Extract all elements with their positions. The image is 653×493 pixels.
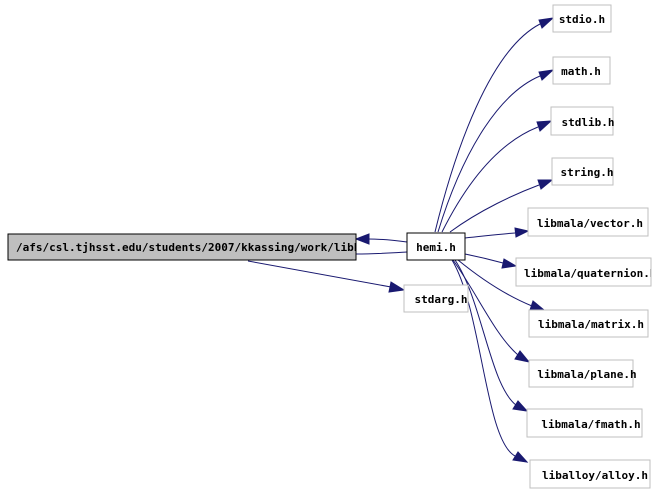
node-libmala-vector-h-label: libmala/vector.h — [537, 217, 643, 230]
edge-arrow-alloy — [512, 451, 529, 463]
node-stdio-h-label: stdio.h — [559, 13, 605, 26]
node-libmala-matrix-h[interactable]: libmala/matrix.h — [528, 309, 649, 338]
node-libmala-vector-h[interactable]: libmala/vector.h — [527, 207, 649, 237]
edge-hemi-to-alloy — [451, 259, 516, 457]
node-liballoy-alloy-h[interactable]: liballoy/alloy.h — [529, 459, 651, 489]
node-directory-label: /afs/csl.tjhsst.edu/students/2007/kkassi… — [16, 241, 387, 254]
edge-arrow-fmath — [512, 400, 529, 412]
node-hemi-h-label: hemi.h — [416, 241, 456, 254]
node-string-h[interactable]: string.h — [551, 157, 614, 186]
edge-dir-to-hemi — [355, 251, 408, 255]
edge-hemi-to-fmath — [454, 259, 517, 406]
edge-arrow-stdarg — [388, 281, 406, 293]
node-libmala-plane-h-label: libmala/plane.h — [537, 368, 636, 381]
node-stdlib-h[interactable]: stdlib.h — [550, 106, 615, 136]
node-math-h-label: math.h — [561, 65, 601, 78]
edge-arrow-vector — [514, 227, 530, 238]
edge-hemi-to-plane — [452, 259, 519, 356]
edge-arrow-quaternion — [501, 258, 518, 269]
node-libmala-plane-h[interactable]: libmala/plane.h — [528, 359, 637, 388]
edge-arrow-math — [538, 69, 555, 81]
edge-hemi-to-string — [449, 184, 540, 233]
node-libmala-fmath-h[interactable]: libmala/fmath.h — [526, 408, 643, 438]
edge-hemi-to-quaternion — [464, 253, 504, 264]
node-stdarg-h[interactable]: stdarg.h — [403, 284, 469, 313]
edge-hemi-to-stdio — [434, 23, 541, 233]
edge-arrow-stdio — [538, 17, 555, 29]
node-hemi-h[interactable]: hemi.h — [406, 232, 466, 261]
node-stdlib-h-label: stdlib.h — [562, 116, 615, 129]
node-libmala-quaternion-h-label: libmala/quaternion.h — [524, 267, 653, 280]
node-liballoy-alloy-h-label: liballoy/alloy.h — [542, 469, 648, 482]
edge-arrow-string — [537, 179, 554, 190]
node-stdio-h[interactable]: stdio.h — [552, 4, 612, 33]
edge-arrow-stdlib — [536, 120, 553, 132]
edge-hemi-to-dir — [367, 238, 408, 243]
edge-hemi-to-math — [437, 75, 541, 233]
edge-hemi-to-vector — [464, 232, 516, 239]
node-directory[interactable]: /afs/csl.tjhsst.edu/students/2007/kkassi… — [7, 233, 387, 261]
edge-hemi-to-matrix — [457, 259, 533, 307]
node-libmala-fmath-h-label: libmala/fmath.h — [541, 418, 640, 431]
edge-dir-to-stdarg — [247, 260, 392, 288]
edge-arrow-matrix — [529, 300, 546, 311]
node-string-h-label: string.h — [561, 166, 614, 179]
node-math-h[interactable]: math.h — [552, 56, 611, 85]
edge-hemi-to-stdlib — [441, 126, 539, 233]
node-libmala-matrix-h-label: libmala/matrix.h — [538, 318, 644, 331]
node-stdarg-h-label: stdarg.h — [415, 293, 468, 306]
edge-arrow-plane — [514, 350, 531, 363]
edge-arrow-dir — [354, 233, 370, 245]
edges — [247, 17, 555, 463]
node-libmala-quaternion-h[interactable]: libmala/quaternion.h — [515, 257, 653, 287]
